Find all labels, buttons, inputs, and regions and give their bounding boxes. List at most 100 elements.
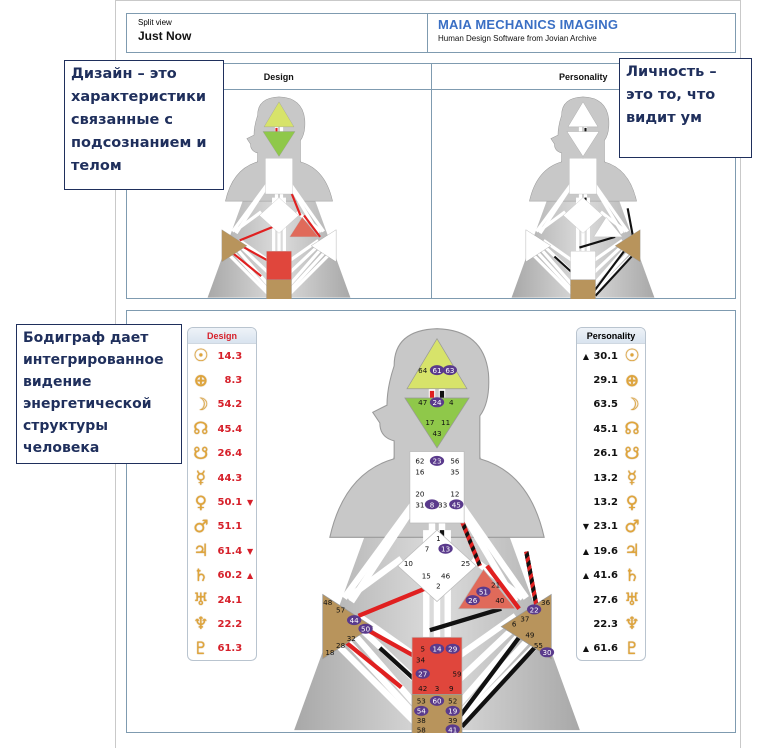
planet-row[interactable]: ☊45.4 (188, 417, 256, 441)
gate-number: 14 (432, 645, 442, 654)
saturn-icon: ♄ (193, 565, 209, 586)
planet-row[interactable]: ♂51.1 (188, 515, 256, 539)
gate-number: 64 (418, 366, 428, 375)
active-gate-badge (438, 543, 453, 554)
gate-line-value: 27.6 (593, 594, 618, 606)
gate-line-value: 22.3 (593, 618, 618, 630)
gate-number: 11 (441, 418, 450, 427)
planet-row[interactable]: ▲61.6♇ (577, 637, 645, 660)
gate-line-value: 29.1 (593, 375, 618, 387)
personality-callout-text: Личность – это то, что видит ум (626, 64, 717, 126)
channel (345, 556, 404, 601)
gate-number: 49 (525, 630, 535, 639)
south-node-icon: ☋ (193, 443, 209, 464)
planet-row[interactable]: ♀50.1▼ (188, 490, 256, 514)
channel (543, 239, 576, 264)
gate-number: 57 (336, 605, 345, 614)
gate-number: 30 (542, 648, 552, 657)
head-center (263, 101, 295, 128)
planet-row[interactable]: 45.1☊ (577, 417, 645, 441)
sun-icon: ☉ (193, 346, 209, 367)
planet-row[interactable]: 13.2♀ (577, 490, 645, 514)
gate-number: 42 (418, 684, 427, 693)
gate-number: 61 (432, 366, 441, 375)
channel (286, 246, 330, 294)
bodygraph-callout: Бодиграф дает интегрированное видение эн… (16, 324, 182, 464)
active-channel (453, 621, 532, 725)
planet-row[interactable]: ▼23.1♂ (577, 515, 645, 539)
planet-row[interactable]: ▲19.6♃ (577, 539, 645, 563)
planet-row[interactable]: 63.5☽ (577, 393, 645, 417)
planet-row[interactable]: ☋26.4 (188, 442, 256, 466)
gate-line-value: 26.1 (593, 448, 618, 460)
brand-title: MAIA MECHANICS IMAGING (438, 17, 619, 32)
gate-number: 45 (452, 500, 461, 509)
planet-row[interactable]: ☽54.2 (188, 393, 256, 417)
detriment-arrow-icon: ▼ (582, 522, 590, 532)
personality-callout: Личность – это то, что видит ум (619, 58, 752, 158)
active-channel (231, 252, 262, 277)
ego-center (289, 216, 319, 238)
head-center (406, 338, 468, 390)
channel (532, 246, 576, 294)
planet-row[interactable]: ♇61.3 (188, 637, 256, 660)
planet-row[interactable]: 13.2☿ (577, 466, 645, 490)
planet-row[interactable]: 26.1 ☋ (577, 442, 645, 466)
gate-number: 8 (430, 500, 435, 509)
planet-row[interactable]: ♆22.2 (188, 612, 256, 636)
active-channel (594, 250, 638, 297)
gate-number: 44 (350, 616, 360, 625)
south-node-icon: ☋ (624, 443, 640, 464)
pluto-icon: ♇ (624, 638, 640, 659)
active-channel (579, 235, 616, 249)
gate-number: 28 (336, 641, 346, 650)
exalted-arrow-icon: ▲ (582, 546, 590, 556)
gate-number: 1 (436, 534, 441, 543)
planet-row[interactable]: 29.1 ⊕ (577, 368, 645, 392)
personality-mini-bodygraph[interactable] (508, 94, 658, 299)
gate-number: 21 (491, 580, 500, 589)
planet-row[interactable]: ⊕8.3 (188, 368, 256, 392)
mercury-icon: ☿ (626, 468, 638, 489)
gate-line-value: 61.6 (593, 643, 618, 655)
planet-row[interactable]: ♃61.4▼ (188, 539, 256, 563)
gate-line-value: 23.1 (593, 521, 618, 533)
active-gate-badge (347, 615, 362, 626)
gate-number: 3 (435, 684, 440, 693)
design-mini-bodygraph[interactable] (204, 94, 354, 299)
moon-icon: ☽ (193, 394, 209, 415)
active-gate-badge (358, 623, 373, 634)
planet-row[interactable]: ▲30.1☉ (577, 344, 645, 368)
gate-number: 59 (452, 670, 462, 679)
active-gate-badge (539, 647, 555, 658)
active-gate-badge (429, 397, 445, 408)
solar-plexus-center (310, 229, 337, 263)
split-view: Design Personality (126, 63, 736, 299)
planet-row[interactable]: ☿44.3 (188, 466, 256, 490)
uranus-icon: ♅ (624, 590, 640, 611)
exalted-arrow-icon: ▲ (247, 571, 254, 581)
planet-row[interactable]: ♄60.2▲ (188, 564, 256, 588)
gate-number: 50 (361, 625, 371, 634)
gate-number: 10 (404, 559, 414, 568)
exalted-arrow-icon: ▲ (582, 571, 590, 581)
gate-number: 20 (415, 490, 425, 499)
gate-number: 58 (417, 725, 427, 733)
sacral-center (266, 250, 292, 280)
gate-number: 33 (438, 500, 447, 509)
gate-number: 18 (325, 648, 335, 657)
active-gate-badge (429, 365, 445, 376)
planet-row[interactable]: ▲41.6♄ (577, 564, 645, 588)
planet-row[interactable]: 22.3♆ (577, 612, 645, 636)
view-info: Split view Just Now (127, 14, 428, 52)
gate-number: 9 (449, 684, 454, 693)
planet-row[interactable]: 27.6 ♅ (577, 588, 645, 612)
gate-number: 22 (530, 605, 539, 614)
gate-number: 36 (541, 598, 551, 607)
active-gate-badge (424, 499, 440, 510)
planet-row[interactable]: ☉14.3 (188, 344, 256, 368)
earth-icon: ⊕ (624, 370, 640, 391)
channel (537, 210, 567, 233)
planet-row[interactable]: ♅24.1 (188, 588, 256, 612)
